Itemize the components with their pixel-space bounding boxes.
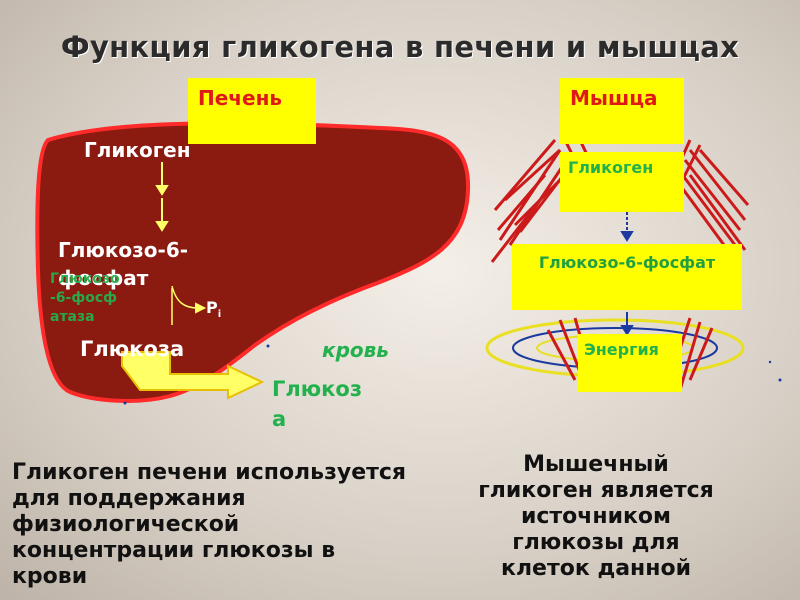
muscle-energy-label: Энергия — [584, 340, 659, 359]
muscle-box-label: Мышца — [570, 86, 658, 110]
liver-box: Печень — [188, 78, 316, 144]
muscle-arrows — [620, 212, 634, 336]
liver-pi-label: P — [206, 298, 218, 317]
liver-glucose-out: Глюкоза — [272, 377, 363, 431]
glucose-arrow — [121, 351, 265, 400]
liver-caption: Гликоген печени используется для поддерж… — [12, 460, 407, 589]
page-title: Функция гликогена в печени и мышцах — [60, 30, 740, 64]
liver-pi-sub: i — [217, 309, 222, 321]
liver-glycogen: Гликоген — [84, 138, 191, 162]
muscle-g6p: Глюкозо-6-фосфат — [512, 244, 742, 310]
liver-enzyme: Глюкозо-6-фосфатаза — [50, 271, 120, 325]
liver-shape — [35, 121, 471, 403]
liver-pi: Pi — [206, 298, 221, 320]
liver-g6p: Глюкозо-6-фосфат — [58, 238, 189, 290]
muscle-glycogen: Гликоген — [560, 152, 684, 212]
liver-box-label: Печень — [198, 86, 283, 110]
muscle-energy: Энергия — [578, 334, 682, 392]
muscle-caption: Мышечный гликоген является источником гл… — [478, 452, 714, 581]
muscle-box: Мышца — [560, 78, 684, 144]
muscle-g6p-label: Глюкозо-6-фосфат — [538, 253, 716, 272]
liver-arrows — [155, 162, 207, 325]
blood-label: кровь — [322, 338, 389, 362]
liver-glucose: Глюкоза — [80, 337, 185, 361]
muscle-glycogen-label: Гликоген — [568, 158, 654, 177]
